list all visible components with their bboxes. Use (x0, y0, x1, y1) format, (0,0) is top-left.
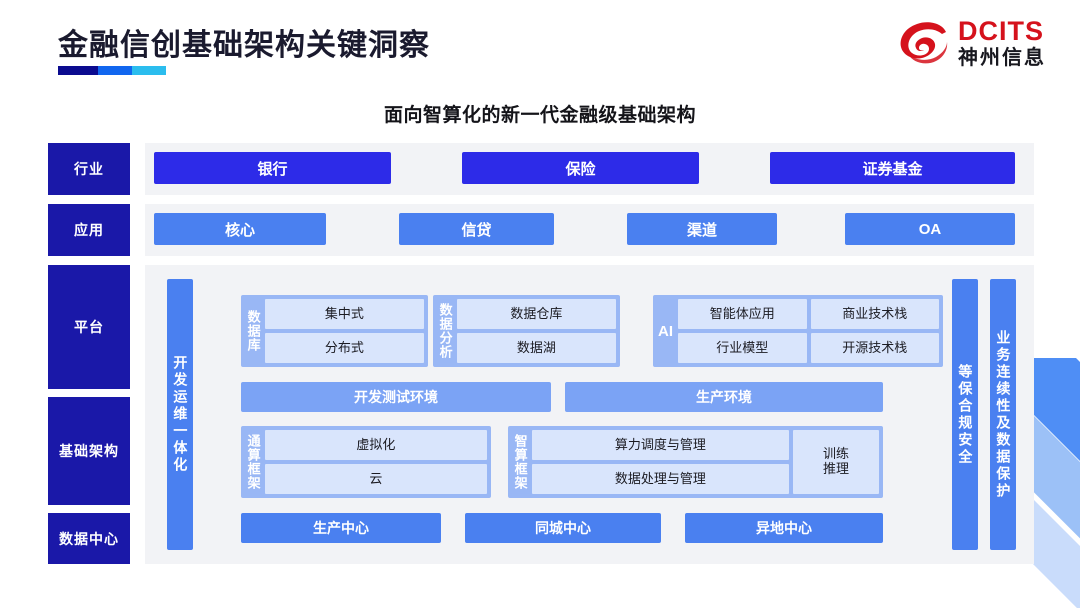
sidebar-label-industry: 行业 (74, 161, 104, 177)
application-box-credit[interactable]: 信贷 (399, 213, 554, 245)
datacenter-label-same-city-center: 同城中心 (535, 520, 591, 536)
database-item-centralized[interactable]: 集中式 (264, 299, 424, 329)
database-item-distributed[interactable]: 分布式 (264, 333, 424, 363)
sidebar-item-datacenter[interactable]: 数据中心 (48, 513, 130, 564)
slide-subtitle: 面向智算化的新一代金融级基础架构 (383, 105, 696, 126)
group-data-analysis: 数据分析 数据仓库 数据湖 (433, 295, 620, 367)
application-label-oa: OA (918, 220, 942, 238)
ai-item-opensource-stack[interactable]: 开源技术栈 (810, 333, 939, 363)
industry-label-securities-fund: 证券基金 (862, 160, 923, 178)
group-ai: AI 智能体应用 行业模型 商业技术栈 开源技术栈 (653, 295, 943, 367)
devops-integration-bar[interactable]: 开发运维一体化 (167, 279, 193, 550)
group-database: 数据库 集中式 分布式 (241, 295, 428, 367)
devops-integration-label: 开发运维一体化 (172, 355, 189, 474)
general-computing-item-virtualization[interactable]: 虚拟化 (264, 430, 487, 460)
ai-item-industry-model[interactable]: 行业模型 (678, 333, 807, 363)
application-box-core[interactable]: 核心 (154, 213, 326, 245)
application-label-credit: 信贷 (461, 221, 492, 239)
application-box-channel[interactable]: 渠道 (627, 213, 777, 245)
platform-infrastructure-panel: 开发运维一体化 等保合规安全 业务连续性及数据保护 数据库 集中式 分布式 (145, 265, 1034, 564)
datacenter-box-remote-center[interactable]: 异地中心 (685, 513, 883, 543)
business-continuity-label: 业务连续性及数据保护 (995, 329, 1012, 500)
group-label-database: 数据库 (245, 310, 261, 352)
group-intelligent-computing-framework: 智算框架 算力调度与管理 数据处理与管理 训练 推理 (508, 426, 883, 498)
datacenter-box-production-center[interactable]: 生产中心 (241, 513, 441, 543)
environment-label-dev-test: 开发测试环境 (354, 389, 438, 405)
sidebar-label-datacenter: 数据中心 (59, 530, 119, 547)
sidebar-item-platform[interactable]: 平台 (48, 265, 130, 389)
group-label-data-analysis: 数据分析 (437, 303, 453, 359)
application-label-core: 核心 (224, 221, 255, 239)
sidebar-label-platform: 平台 (74, 319, 104, 335)
brand-logo: DCITS 神州信息 (898, 18, 1046, 68)
datacenter-box-same-city-center[interactable]: 同城中心 (465, 513, 661, 543)
industry-box-securities-fund[interactable]: 证券基金 (770, 152, 1015, 184)
environment-box-production[interactable]: 生产环境 (565, 382, 883, 412)
analysis-item-data-warehouse[interactable]: 数据仓库 (456, 299, 616, 329)
business-continuity-bar[interactable]: 业务连续性及数据保护 (990, 279, 1016, 550)
logo-text-cn: 神州信息 (958, 47, 1046, 69)
intelligent-computing-item-compute-scheduling[interactable]: 算力调度与管理 (531, 430, 789, 460)
application-panel: 核心 信贷 渠道 OA (145, 204, 1034, 256)
dcits-swirl-logo-icon (898, 19, 950, 67)
ai-item-commercial-stack[interactable]: 商业技术栈 (810, 299, 939, 329)
industry-label-insurance: 保险 (565, 160, 596, 178)
logo-text-en: DCITS (958, 16, 1044, 46)
intelligent-computing-item-data-processing[interactable]: 数据处理与管理 (531, 464, 789, 494)
group-general-computing-framework: 通算框架 虚拟化 云 (241, 426, 491, 498)
page-title: 金融信创基础架构关键洞察 (58, 29, 430, 62)
sidebar-item-industry[interactable]: 行业 (48, 143, 130, 195)
application-label-channel: 渠道 (686, 221, 717, 239)
ai-item-agent-application[interactable]: 智能体应用 (678, 299, 807, 329)
sidebar-item-infrastructure[interactable]: 基础架构 (48, 397, 130, 505)
title-underline-rule (58, 66, 166, 75)
datacenter-label-production-center: 生产中心 (313, 520, 369, 536)
datacenter-label-remote-center: 异地中心 (756, 520, 812, 536)
general-computing-item-cloud[interactable]: 云 (264, 464, 487, 494)
industry-box-bank[interactable]: 银行 (154, 152, 391, 184)
application-box-oa[interactable]: OA (845, 213, 1015, 245)
compliance-security-bar[interactable]: 等保合规安全 (952, 279, 978, 550)
intelligent-computing-item-training-inference[interactable]: 训练 推理 (793, 430, 879, 494)
architecture-diagram: 行业 应用 平台 基础架构 数据中心 银行 保险 证券基金 (48, 143, 1034, 564)
group-label-general-computing: 通算框架 (245, 434, 261, 490)
compliance-security-label: 等保合规安全 (957, 363, 974, 466)
group-label-intelligent-computing: 智算框架 (512, 434, 528, 490)
sidebar-label-application: 应用 (74, 222, 104, 238)
industry-label-bank: 银行 (257, 160, 288, 178)
industry-box-insurance[interactable]: 保险 (462, 152, 699, 184)
industry-panel: 银行 保险 证券基金 (145, 143, 1034, 195)
sidebar-label-infrastructure: 基础架构 (59, 443, 119, 459)
sidebar-item-application[interactable]: 应用 (48, 204, 130, 256)
group-label-ai: AI (658, 322, 673, 340)
environment-box-dev-test[interactable]: 开发测试环境 (241, 382, 551, 412)
analysis-item-data-lake[interactable]: 数据湖 (456, 333, 616, 363)
environment-label-production: 生产环境 (696, 389, 752, 405)
